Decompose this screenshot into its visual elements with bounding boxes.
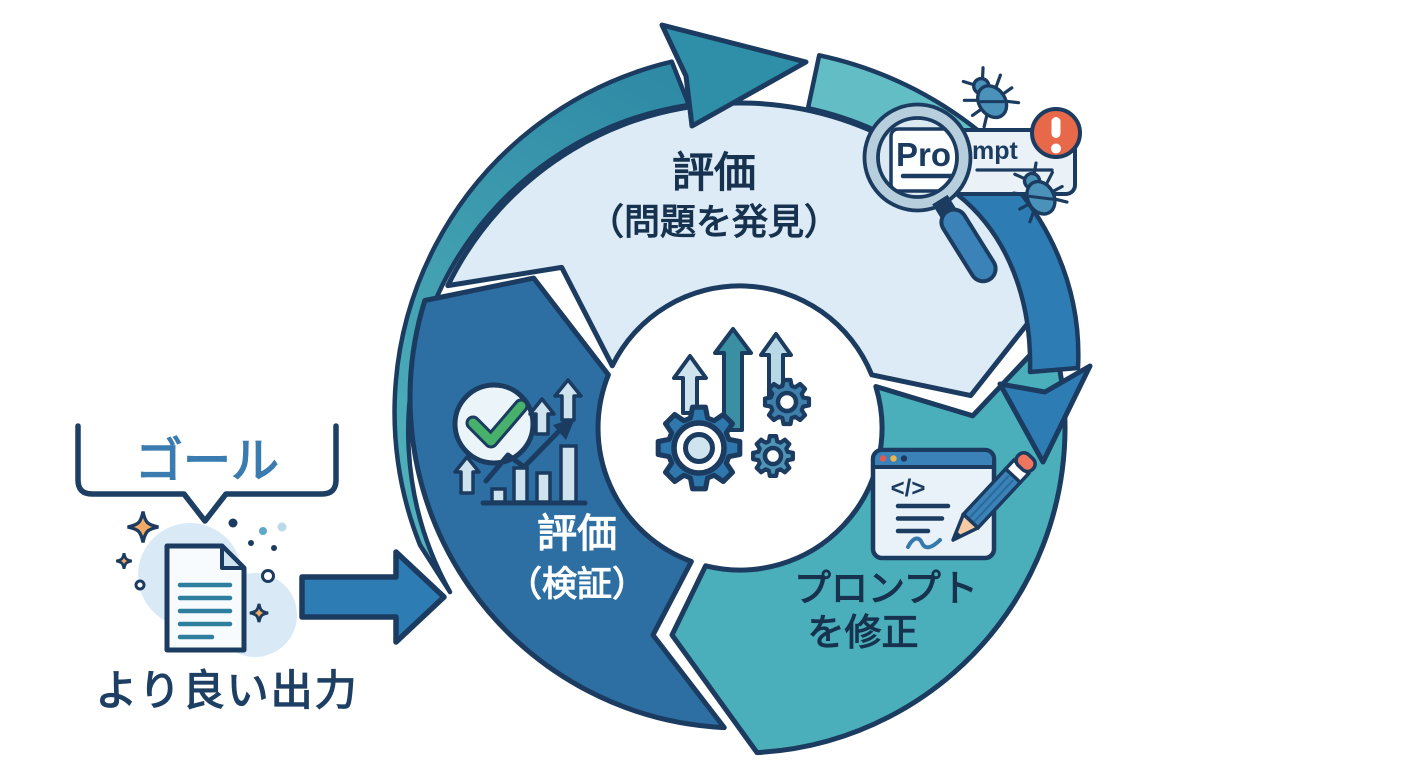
prompt-card-text-rest: mpt — [972, 137, 1019, 165]
code-symbol: </> — [891, 475, 926, 502]
growth-arrow-left — [672, 354, 708, 415]
magnifier-lens-ring — [865, 105, 970, 210]
magnifier-icon — [862, 102, 998, 284]
browser-edit-icon: </> — [870, 447, 1037, 561]
alert-badge-icon — [1030, 107, 1082, 159]
sparkle-icon-small-left — [114, 551, 134, 571]
flow-arrowhead-top — [659, 22, 809, 129]
goal-group: ゴール より良い出力 — [75, 423, 447, 714]
prompt-card-text-magnified: Pro — [896, 136, 951, 173]
stage-evaluate-discover-label-line2: （問題を発見） — [588, 201, 840, 242]
stage-revise-prompt-label-line1: プロンプト — [794, 568, 978, 609]
flow-arrowhead-right — [997, 363, 1093, 465]
bar-chart-icon — [480, 418, 588, 506]
browser-dot-yellow — [890, 455, 897, 462]
prompt-inspection-icons: mpt Pro — [862, 59, 1082, 284]
decorative-dots — [134, 518, 287, 591]
goal-caption: より良い出力 — [95, 667, 358, 714]
pencil-icon — [951, 450, 1037, 542]
verification-icons — [452, 378, 588, 506]
stage-evaluate-verify-label-line1: 評価 — [537, 512, 617, 556]
document-fold — [220, 544, 246, 570]
stage-evaluate-discover-label-line1: 評価 — [672, 149, 756, 196]
stage-revise-prompt-label-line2: を修正 — [808, 612, 919, 653]
mini-up-arrow-2 — [528, 397, 556, 436]
growth-arrow-middle — [713, 327, 753, 432]
trend-arrow-icon — [483, 425, 565, 484]
flow-arc-right — [955, 157, 1093, 465]
mini-up-arrow-3 — [553, 378, 583, 422]
browser-dot-red — [879, 455, 887, 462]
document-icon — [164, 543, 247, 653]
goal-speech-bubble — [75, 423, 339, 524]
arrow-right-icon — [299, 549, 447, 645]
goal-label: ゴール — [135, 434, 279, 488]
mini-up-arrow-1 — [453, 455, 481, 495]
magnifier-handle — [932, 194, 998, 284]
browser-header — [871, 448, 996, 469]
signature-squiggle — [906, 536, 942, 550]
stage-evaluate-verify-label-line2: （検証） — [507, 565, 647, 604]
browser-dot-dark — [900, 455, 908, 462]
gears-growth-icon — [658, 327, 809, 489]
